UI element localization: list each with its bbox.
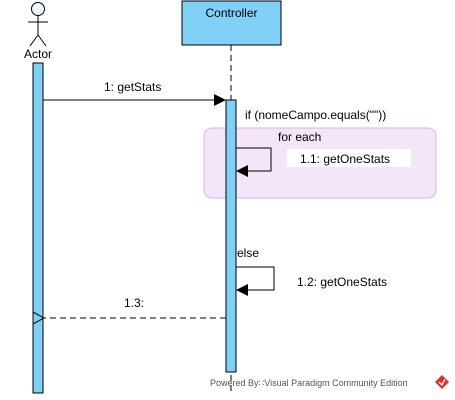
message-1-1-getonestats[interactable]: 1.1: getOneStats [236,147,411,177]
else-label: else [237,246,259,260]
actor-activation-bar [32,62,44,394]
message-1-3-return[interactable]: 1.3: [44,296,226,318]
stick-figure-icon [28,2,48,47]
visual-paradigm-logo-icon [435,375,449,389]
controller-activation-bar [225,99,237,373]
message-label: 1.3: [124,296,144,310]
label-background [287,149,411,167]
controller-head-box [181,0,282,46]
message-label: 1.1: getOneStats [300,152,390,166]
message-1-2-getonestats[interactable]: 1.2: getOneStats [236,266,387,296]
controller-name: Controller [205,6,257,20]
message-label: 1: getStats [104,80,161,94]
watermark-text: Powered By∷Visual Paradigm Community Edi… [210,378,408,388]
message-label: 1.2: getOneStats [297,275,387,289]
actor-lifeline[interactable]: Actor [24,2,52,394]
if-condition-label: if (nomeCampo.equals("")) [245,108,386,122]
self-call-arrow [236,147,272,177]
actor-name: Actor [24,47,52,61]
watermark: Powered By∷Visual Paradigm Community Edi… [210,375,449,389]
loop-label: for each [278,130,321,144]
message-1-getstats[interactable]: 1: getStats [43,80,226,106]
self-call-arrow [236,266,275,296]
